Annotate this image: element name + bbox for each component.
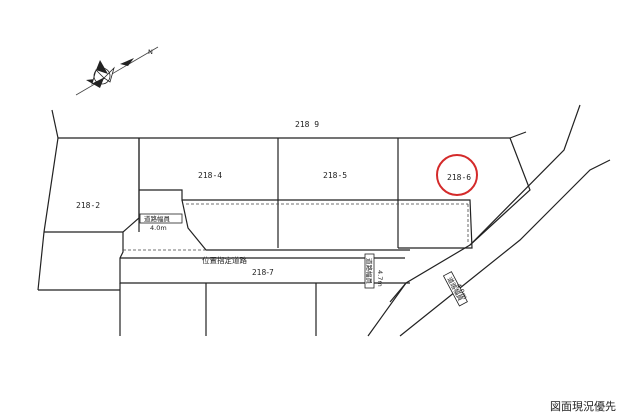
lot-label-218-2: 218-2	[76, 201, 100, 210]
map-caption: 図面現況優先	[550, 400, 616, 413]
highlight-circle	[436, 154, 478, 196]
lot-label-top: 218 9	[295, 120, 319, 129]
road-width-label-2: 道路幅員	[365, 258, 374, 285]
lot-label-218-4: 218-4	[198, 171, 222, 180]
public-road	[367, 104, 611, 337]
road-width-note-vertical: 道路幅員	[364, 253, 375, 289]
road-width-note-entrance: 道路幅員 4.0m	[139, 213, 183, 232]
road-width-label-1: 道路幅員	[144, 214, 171, 223]
designated-road	[119, 189, 473, 284]
road-width-value-1: 4.0m	[150, 224, 167, 232]
lot-label-218-5: 218-5	[323, 171, 347, 180]
road-width-value-2: 4.7m	[376, 270, 384, 287]
designated-road-lot: 218-7	[252, 268, 274, 277]
lot-label-218-6: 218-6	[447, 173, 471, 182]
parcel-boundaries	[37, 109, 531, 336]
north-arrow-icon: N	[75, 46, 159, 96]
designated-road-title: 位置指定道路	[202, 255, 247, 265]
north-label: N	[148, 48, 153, 56]
